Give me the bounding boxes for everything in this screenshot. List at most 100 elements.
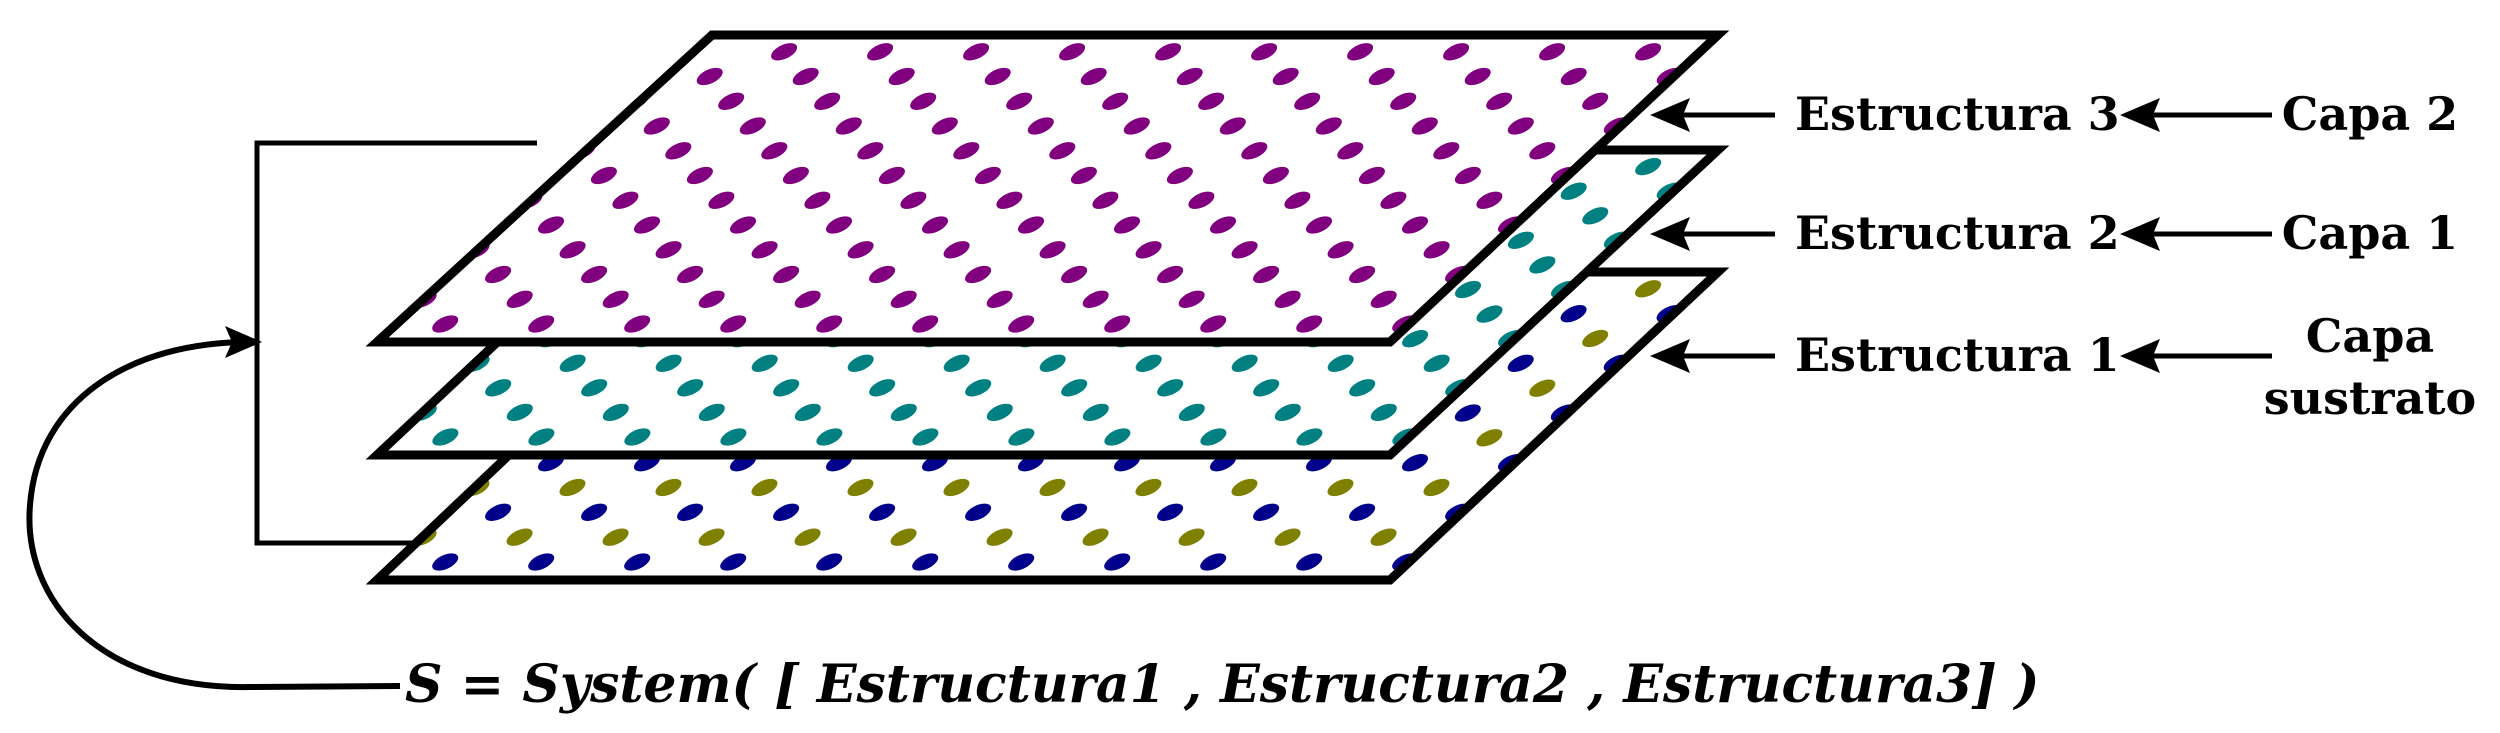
layer-2-dot <box>1080 67 1107 86</box>
layer-2-dot <box>1846 64 1877 89</box>
layer-2-dot <box>612 191 639 209</box>
layer-1-dot <box>624 428 651 446</box>
layer-substrate-dot <box>1253 503 1280 521</box>
layer-substrate-dot <box>1668 429 1695 447</box>
layer-substrate-dot <box>389 503 416 521</box>
layer-2-dot <box>986 290 1013 308</box>
layer-substrate-dot <box>794 528 821 546</box>
layer-2-dot <box>1635 43 1662 61</box>
layer-2-dot <box>869 265 896 284</box>
layer-2-dot <box>751 241 778 259</box>
layer-1-dot <box>1825 154 1856 179</box>
layer-substrate-dot <box>1846 301 1877 326</box>
layer-substrate-dot <box>847 478 874 497</box>
layer-substrate-dot <box>602 528 629 546</box>
layer-2-dot <box>581 265 608 284</box>
layer-1-dot <box>559 354 586 372</box>
layer-1-dot <box>432 428 459 446</box>
layer-substrate-dot <box>1646 404 1673 422</box>
layer-2-dot <box>835 117 862 135</box>
layer-1-dot <box>698 403 725 422</box>
layer-2-dot <box>624 315 651 333</box>
layer-1-dot <box>1327 354 1354 372</box>
layer-2-dot <box>953 142 980 160</box>
layer-2-dot <box>1507 117 1534 135</box>
layer-2-dot <box>1454 166 1481 185</box>
layer-2-dot <box>708 191 735 209</box>
layer-2-dot <box>718 92 745 110</box>
layer-2-dot <box>1486 92 1513 110</box>
layer-substrate-dot <box>1711 478 1718 497</box>
layer-1-dot <box>528 428 555 446</box>
layer-2-dot <box>528 315 555 333</box>
layer-1-dot <box>1296 428 1323 446</box>
layer-2-dot <box>389 265 416 284</box>
layer-2-dot <box>432 315 459 333</box>
layer-substrate-dot <box>1274 528 1301 546</box>
layer-1-dot <box>1402 330 1429 348</box>
layer-substrate-dot <box>1858 426 1889 451</box>
layer-2-dot <box>1198 92 1225 110</box>
layer-substrate-dot <box>1562 528 1589 546</box>
layer-substrate-dot <box>1507 354 1534 372</box>
layer-substrate-dot <box>1008 553 1035 571</box>
layer-2-dot <box>1539 43 1566 61</box>
layer-1-dot <box>2017 154 2048 179</box>
layer-2 <box>365 30 1951 347</box>
layer-1-dot <box>1921 154 1952 179</box>
system-formula: S = System( [ Estructura1 , Estructura2 … <box>405 654 2040 715</box>
layer-2-dot <box>1815 139 1846 164</box>
layer-2-dot <box>867 43 894 61</box>
layer-2-dot <box>900 191 927 209</box>
layer-substrate-dot <box>1401 454 1429 472</box>
layer-substrate-dot <box>1061 503 1088 521</box>
layer-2-dot <box>1740 163 1771 188</box>
layer-1-dot <box>1762 302 1793 327</box>
layer-2-dot <box>1752 287 1783 312</box>
layer-substrate-dot <box>1454 404 1481 422</box>
layer-2-dot <box>1049 142 1076 160</box>
layer-2-dot <box>1176 67 1203 86</box>
layer-2-dot <box>965 265 992 284</box>
layer-substrate-dot <box>1572 429 1599 447</box>
layer-substrate-dot <box>720 553 747 571</box>
layer-substrate-dot <box>1370 528 1397 546</box>
layer-substrate-dot <box>1805 475 1836 500</box>
layer-substrate-dot <box>1625 379 1652 397</box>
layer-1-dot <box>1274 403 1301 422</box>
layer-2-dot <box>1728 40 1759 65</box>
layer-1-dot <box>1690 330 1717 348</box>
layer-1-dot <box>1476 305 1503 323</box>
layer-1-dot <box>334 425 365 450</box>
layer-substrate-dot <box>751 478 778 497</box>
layer-2-dot <box>1294 92 1321 110</box>
layer-2-dot <box>1443 43 1470 61</box>
layer-2-dot <box>1920 40 1951 65</box>
arrowhead-structure-1 <box>1650 339 1690 373</box>
layer-substrate-dot <box>1680 553 1707 571</box>
layer-1-dot <box>1104 428 1131 446</box>
layer-2-dot <box>1006 92 1033 110</box>
layer-2-dot <box>643 117 670 135</box>
layer-2-dot <box>974 166 1001 185</box>
structure-arrows <box>1650 98 1775 373</box>
layer-substrate-dot <box>1740 401 1771 426</box>
layer-substrate-dot <box>1615 478 1642 497</box>
layer-2-dot <box>1315 117 1342 135</box>
layer-2-dot <box>1166 166 1193 185</box>
layer-substrate-dot <box>1635 280 1662 298</box>
layer-2-dot <box>782 166 809 185</box>
layer-1-dot <box>1584 428 1611 446</box>
layer-substrate-dot <box>1519 478 1546 497</box>
layer-2-dot <box>1008 315 1035 333</box>
layer-2-dot <box>912 315 939 333</box>
layer-1-dot <box>655 354 682 372</box>
layer-1-dot <box>773 379 800 397</box>
layer-1-dot <box>890 403 917 422</box>
layer-2-dot <box>943 241 970 259</box>
layer-substrate-dot <box>890 528 917 546</box>
layer-2-dot <box>537 216 565 234</box>
layer-substrate-dot <box>2016 277 2047 302</box>
layer-2-dot <box>963 43 990 61</box>
layer-arrows <box>2120 98 2272 373</box>
